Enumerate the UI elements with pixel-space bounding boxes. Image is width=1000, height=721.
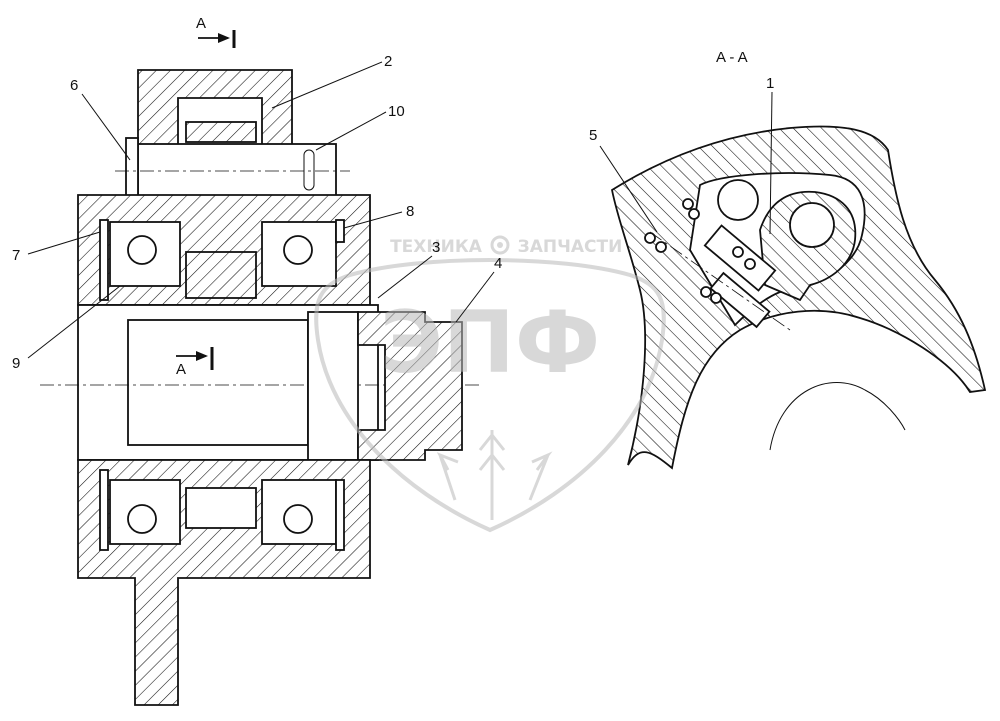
lever-roller bbox=[789, 202, 835, 248]
view-title: A - A bbox=[716, 49, 748, 66]
svg-text:2: 2 bbox=[384, 53, 392, 70]
main-section-view bbox=[40, 69, 480, 706]
watermark-shield bbox=[314, 258, 666, 533]
watermark-left-word: ТЕХНИКА bbox=[390, 237, 483, 257]
lower-channel bbox=[185, 487, 257, 529]
part-7-ring-upper bbox=[99, 219, 109, 301]
ball-lower-left bbox=[127, 504, 157, 534]
part-3-coupling bbox=[357, 311, 463, 461]
svg-text:10: 10 bbox=[388, 103, 405, 120]
ball-upper-right bbox=[283, 235, 313, 265]
part-7-ring-lower bbox=[99, 469, 109, 551]
svg-text:9: 9 bbox=[12, 355, 20, 372]
section-mark-top-letter: A bbox=[196, 15, 206, 32]
callout-10: 10 bbox=[315, 103, 405, 151]
callout-3: 3 bbox=[377, 239, 440, 299]
section-mark-middle: A bbox=[176, 347, 214, 378]
part-8-ring-lower bbox=[335, 479, 345, 551]
bearing-upper-left bbox=[109, 221, 181, 287]
svg-text:7: 7 bbox=[12, 247, 20, 264]
ball-upper-left bbox=[127, 235, 157, 265]
part-5-spring bbox=[644, 198, 791, 331]
callout-4: 4 bbox=[455, 255, 502, 323]
hole bbox=[717, 179, 759, 221]
svg-text:4: 4 bbox=[494, 255, 502, 272]
watermark-logo-text: ЭПФ bbox=[380, 293, 600, 393]
callout-2: 2 bbox=[271, 53, 392, 109]
pin-slot bbox=[303, 149, 315, 191]
ball-lower-right bbox=[283, 504, 313, 534]
center-rib-upper bbox=[185, 251, 257, 299]
gear-icon bbox=[490, 235, 510, 255]
bore-liner bbox=[127, 319, 309, 446]
svg-text:1: 1 bbox=[766, 75, 774, 92]
callout-8: 8 bbox=[343, 203, 414, 229]
watermark-logo: ЭПФ ТЕХНИКА ЗАПЧАСТИ bbox=[314, 235, 666, 533]
hub-insert bbox=[185, 121, 257, 143]
callout-6: 6 bbox=[70, 77, 131, 161]
wheat-icon bbox=[436, 430, 553, 520]
svg-text:8: 8 bbox=[406, 203, 414, 220]
inner-arc bbox=[769, 382, 906, 451]
callout-7: 7 bbox=[12, 231, 101, 264]
svg-text:6: 6 bbox=[70, 77, 78, 94]
svg-text:3: 3 bbox=[432, 239, 440, 256]
svg-text:5: 5 bbox=[589, 127, 597, 144]
section-mark-middle-letter: A bbox=[176, 361, 186, 378]
callout-1: 1 bbox=[766, 75, 774, 235]
callout-5: 5 bbox=[589, 127, 658, 233]
callouts: 1 2 3 4 5 6 7 8 bbox=[12, 53, 774, 372]
section-mark-top: A bbox=[196, 15, 236, 48]
watermark-right-word: ЗАПЧАСТИ bbox=[518, 237, 623, 257]
part-8-ring-upper bbox=[335, 219, 345, 243]
callout-9: 9 bbox=[12, 285, 121, 372]
section-view-a-a: A - A bbox=[610, 49, 987, 470]
